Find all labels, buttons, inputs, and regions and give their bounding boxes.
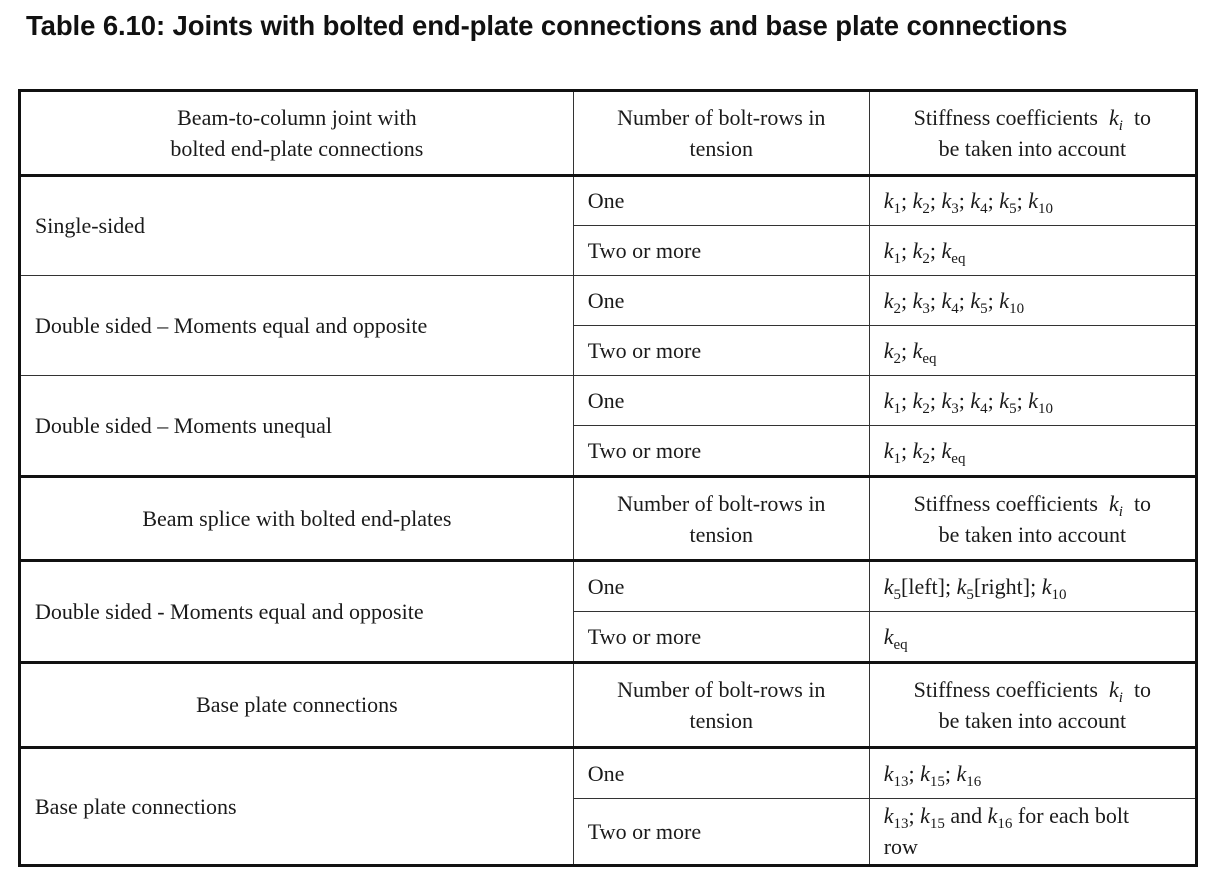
coefficients-cell: k1; k2; keq xyxy=(868,424,1198,477)
header-bolt-rows: Number of bolt-rows in tension xyxy=(572,474,870,562)
bolt-rows-cell: One xyxy=(572,745,870,799)
bolt-rows-cell: One xyxy=(572,275,870,327)
bolt-rows-cell: One xyxy=(572,375,870,426)
header-stiffness-coefficients: Stiffness coefficients ki to be taken in… xyxy=(868,474,1198,562)
table-row: Two or more k1; k2; keq xyxy=(20,424,1198,477)
bolt-rows-cell: Two or more xyxy=(572,424,870,477)
table-row: Double sided – Moments equal and opposit… xyxy=(19,275,1198,377)
bolt-rows-cell: Two or more xyxy=(572,325,870,377)
joint-type-cell: Double sided - Moments equal and opposit… xyxy=(19,559,574,664)
header-joint-type: Beam-to-column joint with bolted end-pla… xyxy=(19,90,574,176)
coefficients-cell: keq xyxy=(868,611,1198,664)
joint-type-cell: Double sided – Moments equal and opposit… xyxy=(19,275,574,377)
table-row: Single-sided One k1; k2; k3; k4; k5; k10 xyxy=(19,173,1198,277)
header-joint-type: Beam splice with bolted end-plates xyxy=(19,474,574,562)
table-row: Base plate connections One k13; k15; k16 xyxy=(19,745,1198,867)
stiffness-coefficients-table: Beam-to-column joint with bolted end-pla… xyxy=(18,89,1198,867)
header-joint-type: Base plate connections xyxy=(19,661,574,748)
section-header-row: Beam-to-column joint with bolted end-pla… xyxy=(19,90,1198,176)
coefficients-cell: k1; k2; k3; k4; k5; k10 xyxy=(868,173,1198,227)
header-bolt-rows: Number of bolt-rows in tension xyxy=(572,90,870,176)
coefficients-cell: k5[left]; k5[right]; k10 xyxy=(868,559,1198,613)
table-title: Table 6.10: Joints with bolted end-plate… xyxy=(26,10,1068,41)
joint-type-cell: Base plate connections xyxy=(19,745,574,867)
coefficients-cell: k2; k3; k4; k5; k10 xyxy=(868,275,1198,327)
section-header-row: Beam splice with bolted end-plates Numbe… xyxy=(19,474,1198,562)
table-row: Double sided - Moments equal and opposit… xyxy=(19,559,1198,664)
coefficients-cell: k2; keq xyxy=(868,325,1198,377)
coefficients-cell: k1; k2; k3; k4; k5; k10 xyxy=(868,375,1198,426)
joint-type-cell: Single-sided xyxy=(19,173,574,277)
bolt-rows-cell: Two or more xyxy=(572,611,870,664)
bolt-rows-cell: One xyxy=(572,559,870,613)
table-row: Double sided – Moments unequal One k1; k… xyxy=(19,375,1198,477)
header-bolt-rows: Number of bolt-rows in tension xyxy=(572,661,870,748)
table-row: Two or more k1; k2; keq xyxy=(20,225,1198,277)
coefficients-cell: k13; k15; k16 xyxy=(868,745,1198,799)
bolt-rows-cell: One xyxy=(572,173,870,227)
bolt-rows-cell: Two or more xyxy=(572,797,870,867)
table-row: Two or more k2; keq xyxy=(20,325,1198,377)
bolt-rows-cell: Two or more xyxy=(572,225,870,277)
joint-type-cell: Double sided – Moments unequal xyxy=(19,375,574,477)
header-stiffness-coefficients: Stiffness coefficients ki to be taken in… xyxy=(868,661,1198,748)
coefficients-cell: k1; k2; keq xyxy=(868,225,1198,277)
section-header-row: Base plate connections Number of bolt-ro… xyxy=(19,661,1198,748)
table-row: Two or more k13; k15 and k16 for each bo… xyxy=(20,797,1198,867)
header-stiffness-coefficients: Stiffness coefficients ki to be taken in… xyxy=(868,90,1198,176)
